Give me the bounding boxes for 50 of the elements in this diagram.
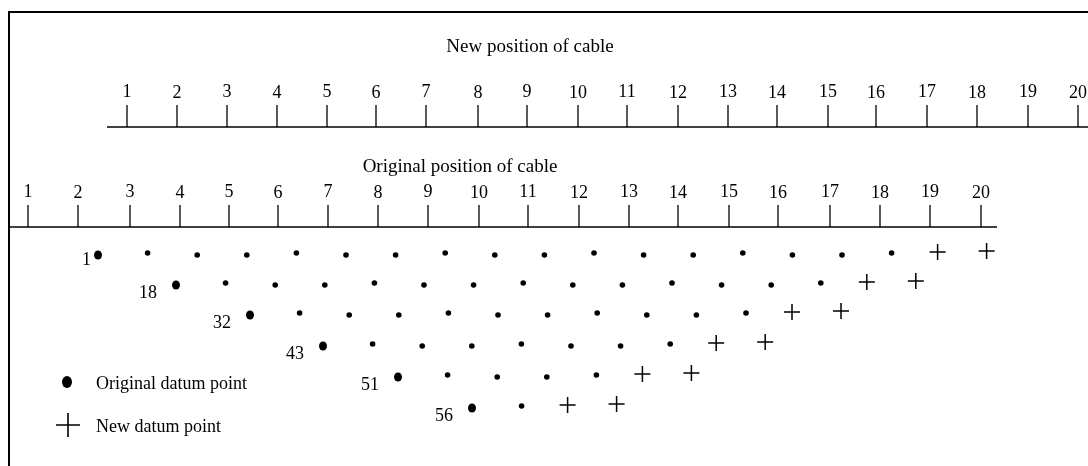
tick-number: 18 xyxy=(871,183,889,201)
tick-number: 14 xyxy=(768,83,786,101)
tick-number: 19 xyxy=(921,182,939,200)
point-number: 32 xyxy=(213,313,231,331)
scale-title: New position of cable xyxy=(446,36,614,55)
tick-number: 19 xyxy=(1019,82,1037,100)
tick-number: 1 xyxy=(122,82,132,100)
tick-number: 8 xyxy=(373,183,383,201)
point-number: 51 xyxy=(361,375,379,393)
tick-number: 5 xyxy=(224,182,234,200)
tick-number: 4 xyxy=(272,83,282,101)
tick-number: 2 xyxy=(73,183,83,201)
legend-text: New datum point xyxy=(96,417,221,435)
tick-number: 3 xyxy=(222,82,232,100)
tick-number: 6 xyxy=(371,83,381,101)
tick-number: 17 xyxy=(821,182,839,200)
tick-number: 11 xyxy=(618,82,636,100)
scale-title: Original position of cable xyxy=(362,156,558,175)
tick-number: 16 xyxy=(867,83,885,101)
tick-number: 3 xyxy=(125,182,135,200)
point-number: 1 xyxy=(82,250,91,268)
tick-number: 18 xyxy=(968,83,986,101)
point-number: 43 xyxy=(286,344,304,362)
legend-text: Original datum point xyxy=(96,374,247,392)
tick-number: 5 xyxy=(322,82,332,100)
point-number: 18 xyxy=(139,283,157,301)
tick-number: 20 xyxy=(972,183,990,201)
tick-number: 14 xyxy=(669,183,687,201)
tick-number: 11 xyxy=(519,182,537,200)
tick-number: 9 xyxy=(522,82,532,100)
tick-number: 9 xyxy=(423,182,433,200)
tick-number: 1 xyxy=(23,182,33,200)
tick-number: 12 xyxy=(570,183,588,201)
tick-number: 7 xyxy=(323,182,333,200)
tick-number: 17 xyxy=(918,82,936,100)
tick-number: 6 xyxy=(273,183,283,201)
tick-number: 20 xyxy=(1069,83,1087,101)
tick-number: 13 xyxy=(719,82,737,100)
tick-number: 7 xyxy=(421,82,431,100)
tick-number: 13 xyxy=(620,182,638,200)
tick-number: 2 xyxy=(172,83,182,101)
tick-number: 4 xyxy=(175,183,185,201)
tick-number: 12 xyxy=(669,83,687,101)
tick-number: 10 xyxy=(569,83,587,101)
tick-number: 16 xyxy=(769,183,787,201)
point-number: 56 xyxy=(435,406,453,424)
tick-number: 15 xyxy=(819,82,837,100)
tick-number: 8 xyxy=(473,83,483,101)
tick-number: 15 xyxy=(720,182,738,200)
tick-number: 10 xyxy=(470,183,488,201)
